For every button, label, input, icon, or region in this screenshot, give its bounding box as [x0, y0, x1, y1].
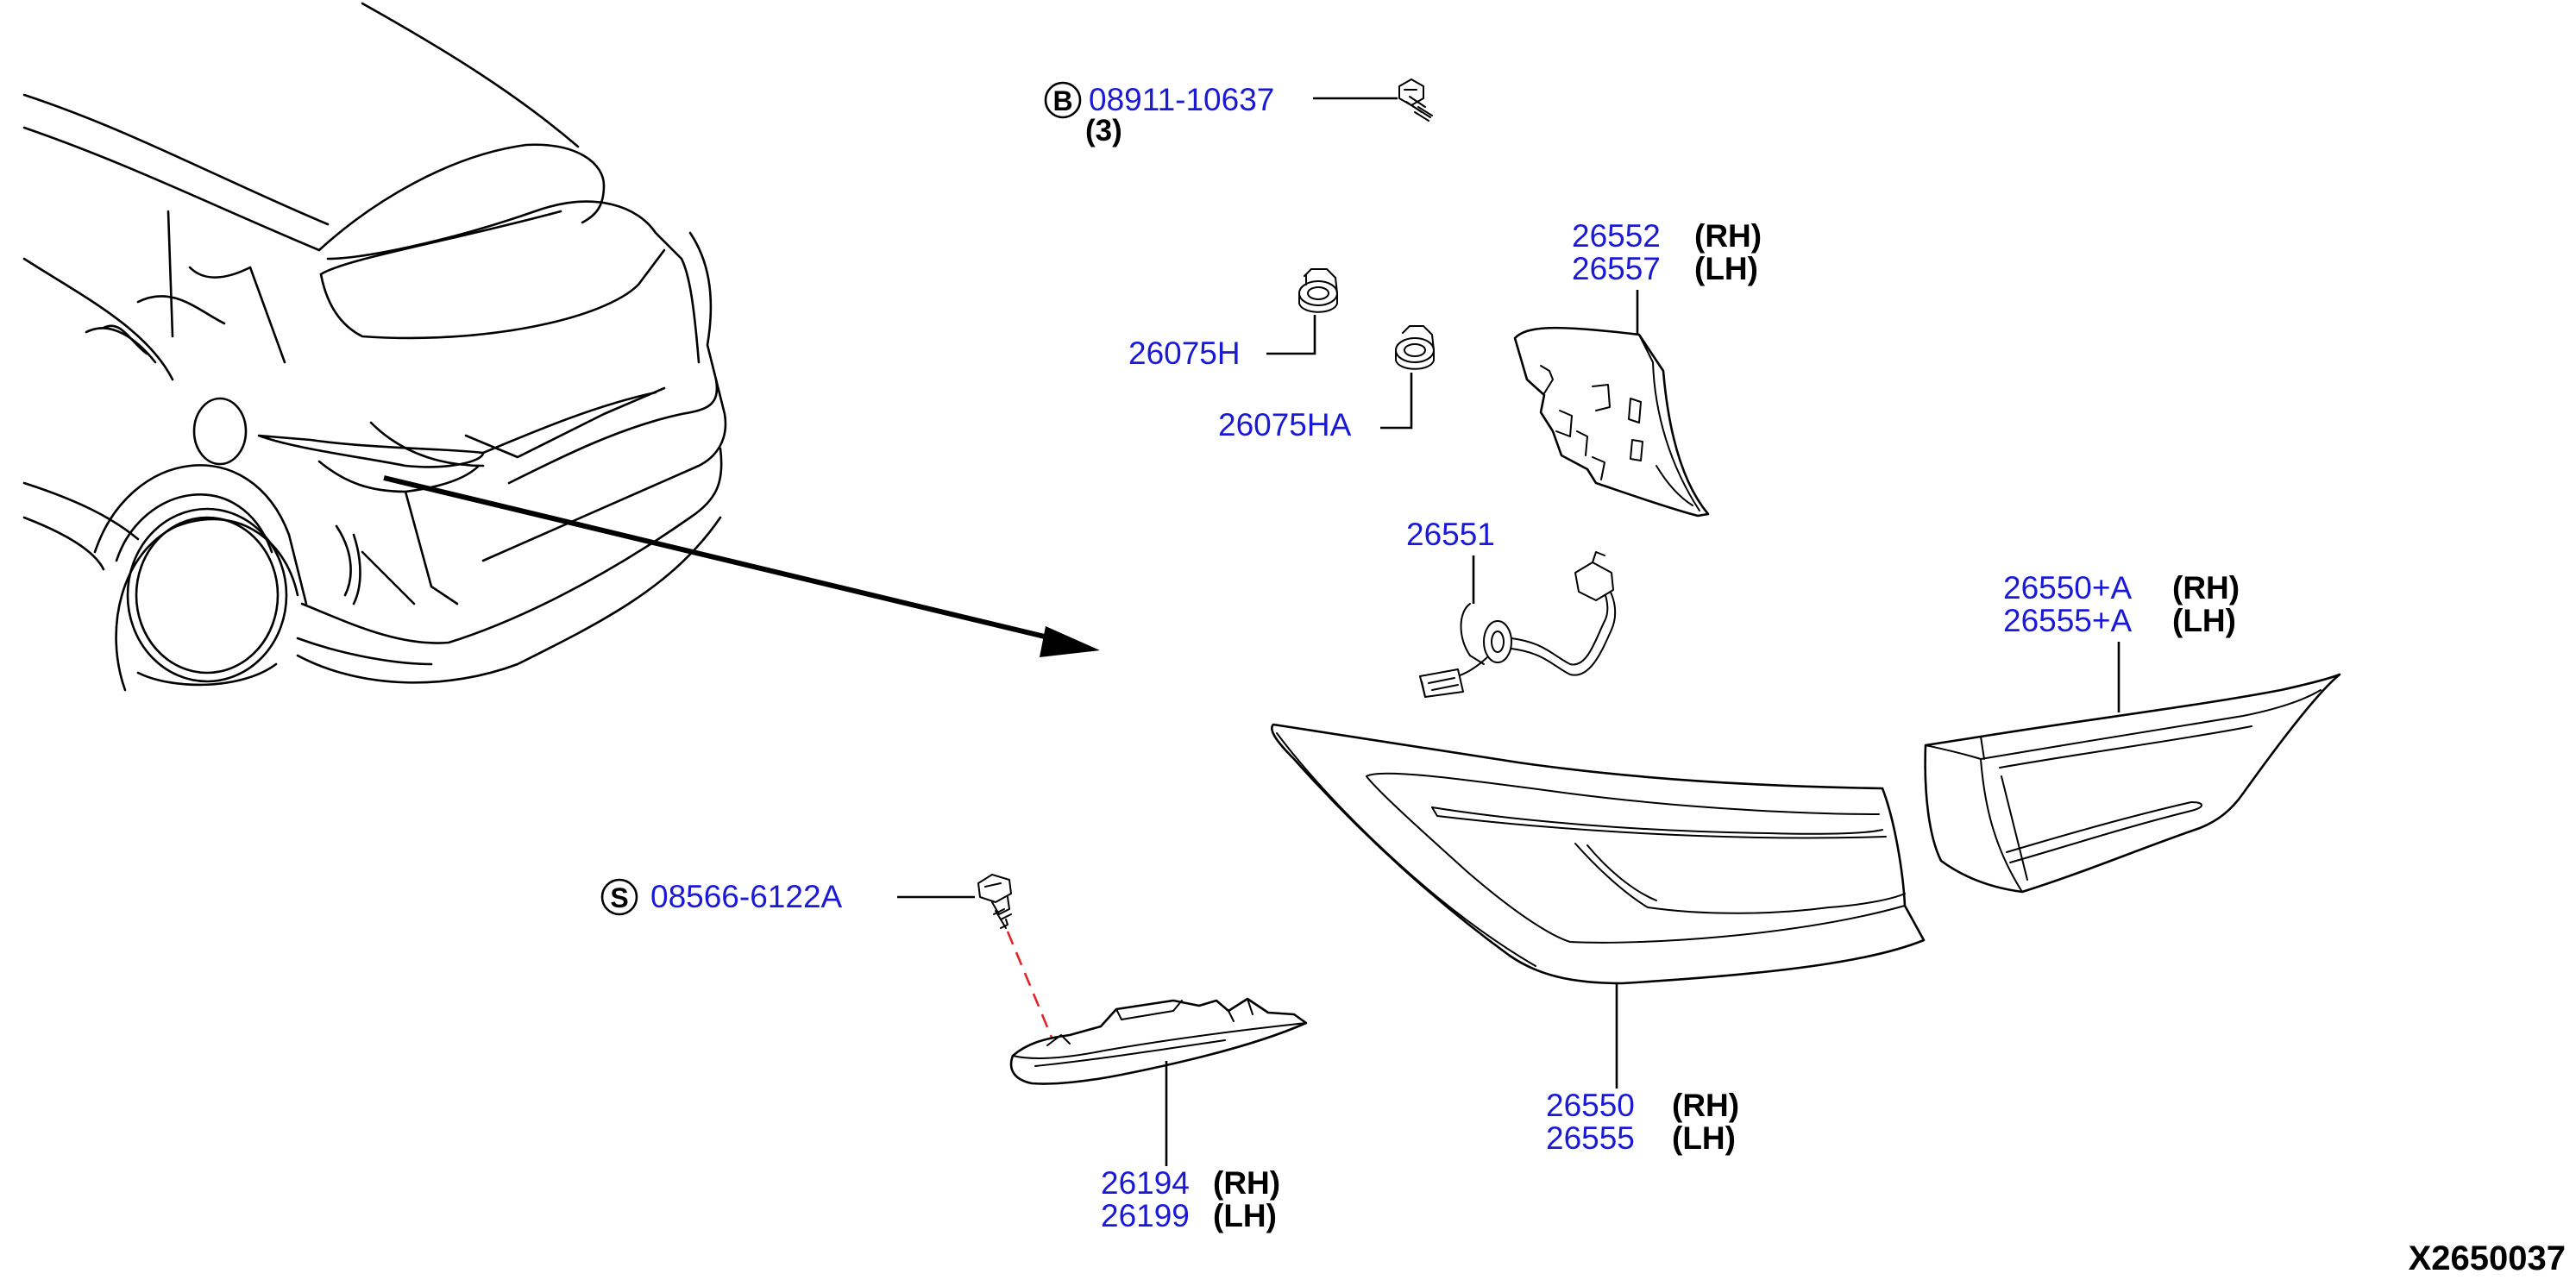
- bolt-quantity: (3): [1085, 114, 1122, 147]
- screw-part[interactable]: [977, 874, 1012, 929]
- bolt-part[interactable]: [1398, 78, 1433, 122]
- diagram-code: X2650037: [2409, 1239, 2566, 1277]
- screw-part-number[interactable]: 08566-6122A: [650, 879, 843, 914]
- grommet-h-part[interactable]: [1298, 268, 1338, 313]
- pointer-arrow: [383, 475, 1100, 657]
- reflector-lh-label: (LH): [1213, 1198, 1277, 1233]
- harness-part-number[interactable]: 26551: [1406, 517, 1495, 552]
- bracket-callout: 26552 (RH) 26557 (LH): [1572, 218, 1762, 336]
- lamp-inner-rh-part-number[interactable]: 26550+A: [2003, 570, 2132, 605]
- reflector-callout: 26194 (RH) 26199 (LH): [1101, 1061, 1280, 1233]
- reflector-rh-part-number[interactable]: 26194: [1101, 1165, 1190, 1201]
- bracket-rh-part-number[interactable]: 26552: [1572, 218, 1661, 254]
- lamp-inner-rh-label: (RH): [2172, 570, 2240, 605]
- bracket-lh-part-number[interactable]: 26557: [1572, 251, 1661, 286]
- grommet-h-part-number[interactable]: 26075H: [1128, 336, 1241, 371]
- grommet-ha-callout: 26075HA: [1218, 373, 1413, 442]
- lamp-inner-lh-label: (LH): [2172, 603, 2236, 638]
- screw-callout: S 08566-6122A: [600, 878, 975, 916]
- lamp-outer-rh-label: (RH): [1672, 1088, 1739, 1123]
- bolt-callout: B 08911-10637 (3): [1044, 81, 1398, 147]
- bolt-badge: B: [1052, 85, 1072, 116]
- bolt-part-number[interactable]: 08911-10637: [1089, 82, 1274, 117]
- reflector-rh-label: (RH): [1213, 1165, 1280, 1201]
- reflector-lh-part-number[interactable]: 26199: [1101, 1198, 1190, 1233]
- screw-badge: S: [610, 882, 628, 913]
- bracket-lh-label: (LH): [1694, 251, 1758, 286]
- bracket-rh-label: (RH): [1694, 218, 1762, 254]
- lamp-inner-callout: 26550+A (RH) 26555+A (LH): [2003, 570, 2240, 712]
- lamp-inner-lh-part-number[interactable]: 26555+A: [2003, 603, 2132, 638]
- badge-s-icon: [600, 878, 638, 916]
- grommet-ha-part[interactable]: [1395, 325, 1435, 370]
- screw-guide-dashed: [1006, 931, 1056, 1045]
- lamp-outer-callout: 26550 (RH) 26555 (LH): [1546, 983, 1739, 1156]
- vehicle-rear-illustration: [22, 2, 727, 692]
- lamp-outer-part[interactable]: [1271, 723, 1926, 985]
- harness-part[interactable]: [1419, 551, 1617, 698]
- reflector-part[interactable]: [1009, 997, 1308, 1085]
- lamp-outer-rh-part-number[interactable]: 26550: [1546, 1088, 1635, 1123]
- grommet-ha-part-number[interactable]: 26075HA: [1218, 407, 1352, 442]
- grommet-h-callout: 26075H: [1128, 315, 1316, 371]
- lamp-outer-lh-label: (LH): [1672, 1120, 1736, 1156]
- badge-b-icon: [1044, 81, 1082, 119]
- harness-callout: 26551: [1406, 517, 1495, 604]
- lamp-outer-lh-part-number[interactable]: 26555: [1546, 1120, 1635, 1156]
- lamp-inner-part[interactable]: [1924, 673, 2341, 894]
- bracket-part[interactable]: [1513, 326, 1710, 518]
